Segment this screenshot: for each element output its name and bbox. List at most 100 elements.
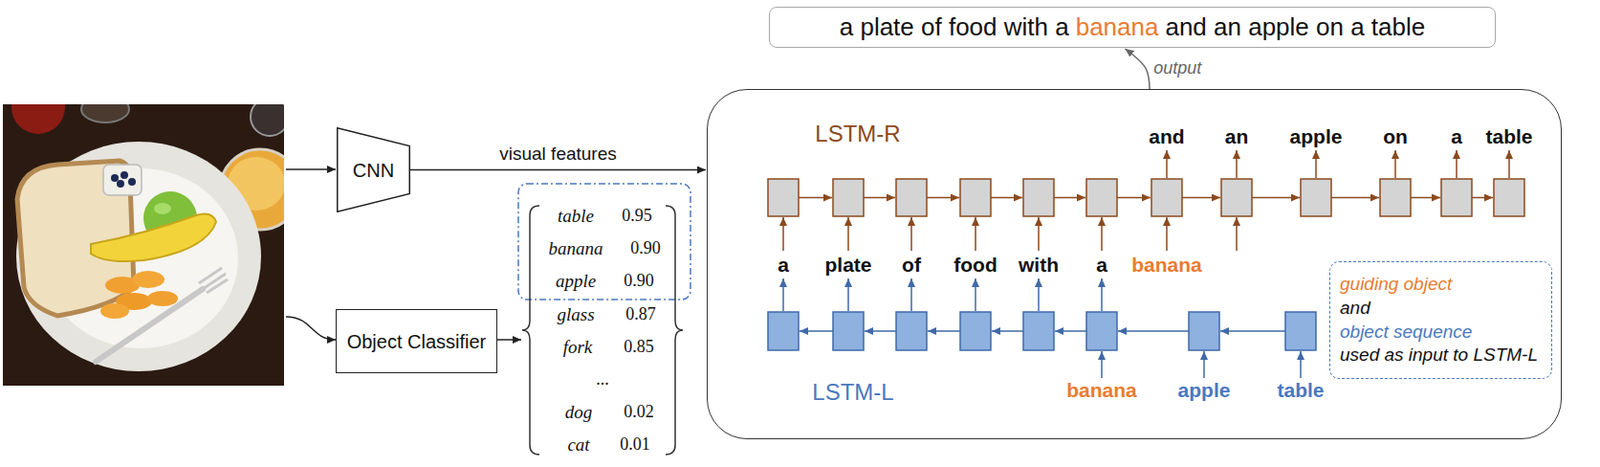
lstm-r-cell xyxy=(960,178,991,217)
lstm-arrow xyxy=(847,278,850,311)
lstm-l-cell xyxy=(832,311,864,351)
object-name: glass xyxy=(556,305,594,326)
orange-slice xyxy=(147,290,178,307)
note-text: object sequence xyxy=(1339,320,1472,345)
lstm-arrow xyxy=(1165,217,1168,251)
lstm-arrow xyxy=(1117,329,1189,332)
lstm-arrow xyxy=(1037,278,1040,311)
classifier-arrow xyxy=(497,338,522,341)
word-token: a xyxy=(1450,125,1463,148)
lstm-arrow xyxy=(782,278,785,311)
lstm-l-cell xyxy=(1086,311,1118,351)
guiding-word: banana xyxy=(1066,378,1138,401)
photo-background xyxy=(2,104,285,386)
word-token: of xyxy=(901,253,921,276)
object-name: apple xyxy=(555,271,596,292)
blueberry-cup xyxy=(103,164,142,196)
lstm-r-cell xyxy=(1380,178,1411,217)
object-score: 0.90 xyxy=(623,271,655,291)
lstm-arrow xyxy=(863,197,896,199)
caption-text: a plate of food with a xyxy=(839,12,1070,43)
word-token: with xyxy=(1018,253,1059,276)
lstm-arrow xyxy=(974,278,977,311)
object-score: 0.90 xyxy=(630,239,661,259)
blueberry xyxy=(120,171,129,179)
lstm-arrow xyxy=(1331,197,1380,199)
lstm-arrow xyxy=(1471,197,1493,199)
lstm-arrow xyxy=(1235,150,1238,178)
fork-tines xyxy=(198,267,228,293)
lstm-r-cell xyxy=(1441,178,1472,217)
blueberry xyxy=(116,179,125,188)
object-score: 0.95 xyxy=(621,206,653,226)
lstm-arrow xyxy=(1455,150,1458,178)
block-label: Object Classifier xyxy=(347,329,487,353)
note-text: used as input to LSTM-L xyxy=(1339,343,1538,368)
lstm-r-cell xyxy=(767,178,799,217)
object-score: 0.87 xyxy=(625,305,657,325)
word-token: apple xyxy=(1290,125,1343,148)
orange-slice xyxy=(100,303,130,319)
lstm-arrow xyxy=(974,217,977,251)
top-objects-highlight xyxy=(518,183,691,300)
caption-text: banana xyxy=(1075,12,1160,43)
lstm-r-cell xyxy=(832,178,864,217)
lstm-arrow xyxy=(1054,329,1087,332)
lstm-arrow xyxy=(1410,197,1441,199)
connector-label: visual features xyxy=(499,143,617,164)
lstm-l-cell xyxy=(1188,311,1220,351)
lstm-arrow xyxy=(1203,350,1206,378)
word-token: on xyxy=(1382,125,1408,148)
lstm-arrow xyxy=(864,329,897,332)
lstm-arrow xyxy=(927,329,961,332)
trapezoid-shape xyxy=(337,128,411,213)
lstm-l-cell xyxy=(1285,311,1316,351)
glass-rim xyxy=(250,104,285,136)
lstm-r-cell xyxy=(1023,178,1054,217)
word-token: table xyxy=(1485,125,1533,148)
lstm-arrow xyxy=(1100,278,1103,311)
blueberry xyxy=(128,177,136,186)
lstm-arrow xyxy=(910,217,913,251)
word-token: a xyxy=(1095,253,1108,276)
fork xyxy=(95,288,203,362)
lstm-arrow xyxy=(1100,350,1103,378)
lstm-arrow xyxy=(926,197,960,199)
lstm-arrow xyxy=(1053,197,1086,199)
guiding-word: banana xyxy=(1131,253,1203,276)
word-token: food xyxy=(953,253,997,276)
lstm-arrow xyxy=(1315,150,1317,178)
object-name: table xyxy=(557,206,594,227)
lstm-l-cell xyxy=(896,311,927,351)
output-arrow xyxy=(1124,48,1150,89)
sequence-word: table xyxy=(1276,378,1324,401)
note-text: and xyxy=(1339,296,1371,321)
image-arrow xyxy=(285,316,336,340)
blueberry xyxy=(110,174,119,182)
banana xyxy=(90,214,217,263)
lstm-arrow xyxy=(1235,217,1238,251)
lstm-arrow xyxy=(910,278,913,311)
right-brace xyxy=(665,205,683,455)
image-arrow xyxy=(285,168,336,171)
lstm-arrow xyxy=(1251,197,1300,199)
orange-slice xyxy=(131,270,165,288)
lstm-r-cell xyxy=(1086,178,1118,217)
lstm-arrow xyxy=(1165,150,1168,178)
object-score: ... xyxy=(595,370,610,390)
classifier-box: Object Classifier xyxy=(335,308,499,373)
caption-box: a plate of food with abananaand an apple… xyxy=(768,6,1496,48)
left-brace xyxy=(522,205,540,455)
caption-text: and an apple on a table xyxy=(1164,12,1425,43)
object-name: cat xyxy=(567,435,590,456)
word-token: and xyxy=(1148,125,1184,148)
lstm-arrow xyxy=(1299,350,1302,378)
glass-rim xyxy=(81,104,130,123)
object-score: 0.02 xyxy=(623,402,655,422)
lstm-arrow xyxy=(1394,150,1397,178)
lstm-l-cell xyxy=(767,311,799,351)
jam-jar xyxy=(11,104,66,134)
